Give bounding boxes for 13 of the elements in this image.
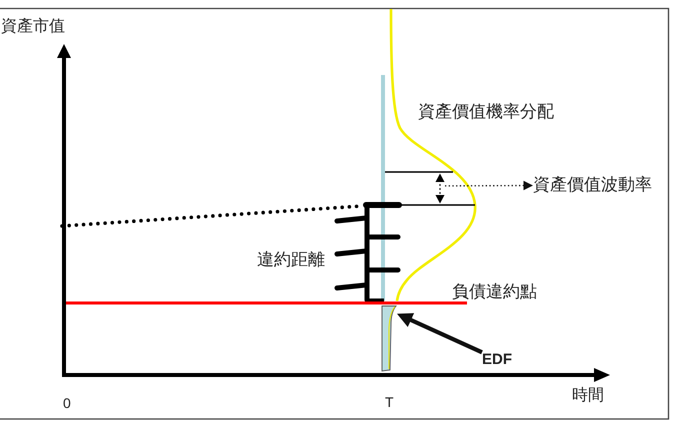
arrow <box>397 313 483 354</box>
axis-label: 時間 <box>572 386 604 404</box>
dotted-arrow <box>445 180 533 190</box>
shaded-tail-area <box>381 305 397 372</box>
annotation-text: 資產價值機率分配 <box>418 103 554 122</box>
dimension-arrow <box>435 172 445 205</box>
tick-label: T <box>385 395 394 410</box>
tick-label: 0 <box>63 396 71 412</box>
annotation-text: EDF <box>482 352 512 368</box>
axis-label: 資產市值 <box>1 17 65 35</box>
annotation-text: 違約距離 <box>257 251 325 270</box>
annotation-text: 資產價值波動率 <box>533 176 652 195</box>
annotation-text: 負債違約點 <box>452 283 537 302</box>
